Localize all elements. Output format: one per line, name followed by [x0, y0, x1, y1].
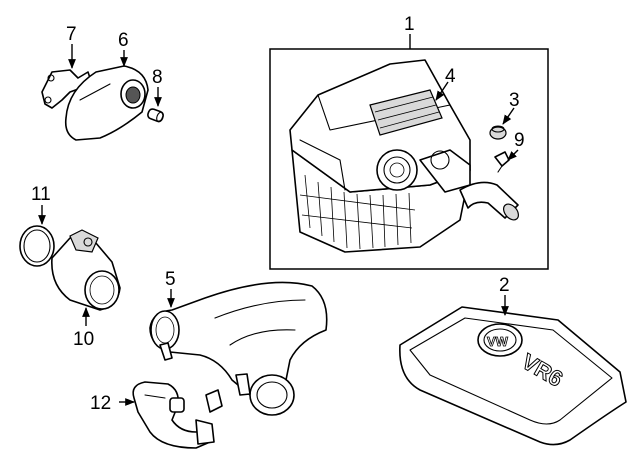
callout-9-leader — [507, 149, 519, 161]
callout-12: 12 — [90, 393, 111, 414]
callout-3-leader — [502, 107, 515, 125]
mass-air-flow-sensor — [51, 229, 121, 311]
breather-hose — [132, 381, 223, 449]
intake-duct — [149, 281, 328, 416]
air-cleaner-housing — [289, 59, 519, 253]
plug — [147, 108, 164, 123]
callout-8: 8 — [152, 67, 163, 88]
callout-2: 2 — [499, 275, 510, 296]
air-cleaner-assembly-group: 1 4 — [269, 14, 549, 270]
intake-port — [376, 149, 418, 191]
engine-cover: VW VR6 — [399, 306, 627, 446]
callout-1: 1 — [404, 14, 415, 35]
o-ring-seal — [19, 225, 55, 267]
callout-7: 7 — [66, 24, 77, 45]
callout-4-leader — [435, 81, 449, 101]
air-filter-element — [369, 89, 443, 136]
callout-4: 4 — [445, 66, 456, 87]
assembly-bracket-box — [269, 48, 549, 270]
callout-6: 6 — [118, 30, 129, 51]
callout-11: 11 — [31, 184, 51, 205]
callout-9: 9 — [514, 130, 525, 151]
emblem-text: VW — [487, 334, 509, 349]
callout-5: 5 — [165, 269, 176, 290]
callout-3: 3 — [509, 90, 520, 111]
resonator — [64, 65, 149, 141]
retaining-clip — [494, 151, 510, 173]
callout-10: 10 — [73, 329, 94, 350]
grommet — [489, 125, 507, 140]
